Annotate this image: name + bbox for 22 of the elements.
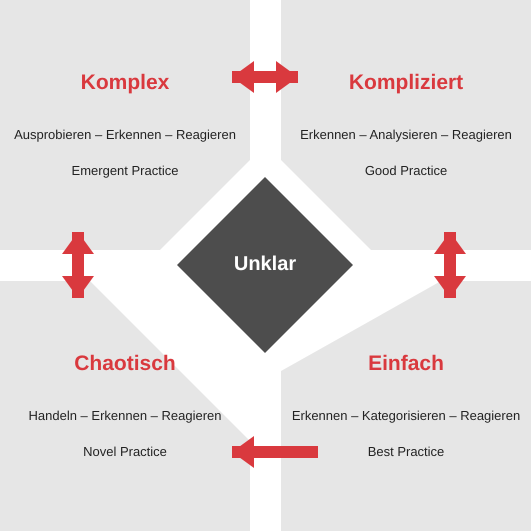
quadrant-panel [0, 281, 250, 531]
center-diamond [177, 177, 353, 353]
method-text: Handeln – Erkennen – Reagieren [28, 408, 222, 423]
practice-text: Good Practice [364, 163, 448, 178]
quadrant-title: Komplex [80, 71, 170, 95]
quadrant-title: Kompliziert [348, 71, 464, 95]
arrow [62, 232, 94, 298]
method-text: Erkennen – Analysieren – Reagieren [299, 127, 513, 142]
quadrant-panel [281, 0, 531, 250]
arrow [232, 436, 318, 468]
quadrant-title: Einfach [367, 352, 445, 376]
quadrant-panel [281, 281, 531, 531]
practice-text: Emergent Practice [70, 163, 180, 178]
method-text: Erkennen – Kategorisieren – Reagieren [290, 408, 522, 423]
arrow [232, 61, 298, 93]
arrow [434, 232, 466, 298]
practice-text: Novel Practice [82, 444, 168, 459]
method-text: Ausprobieren – Erkennen – Reagieren [13, 127, 237, 142]
quadrant-title: Chaotisch [73, 352, 177, 376]
diamond-label: Unklar [232, 253, 298, 276]
practice-text: Best Practice [366, 444, 446, 459]
quadrant-panel [0, 0, 250, 250]
